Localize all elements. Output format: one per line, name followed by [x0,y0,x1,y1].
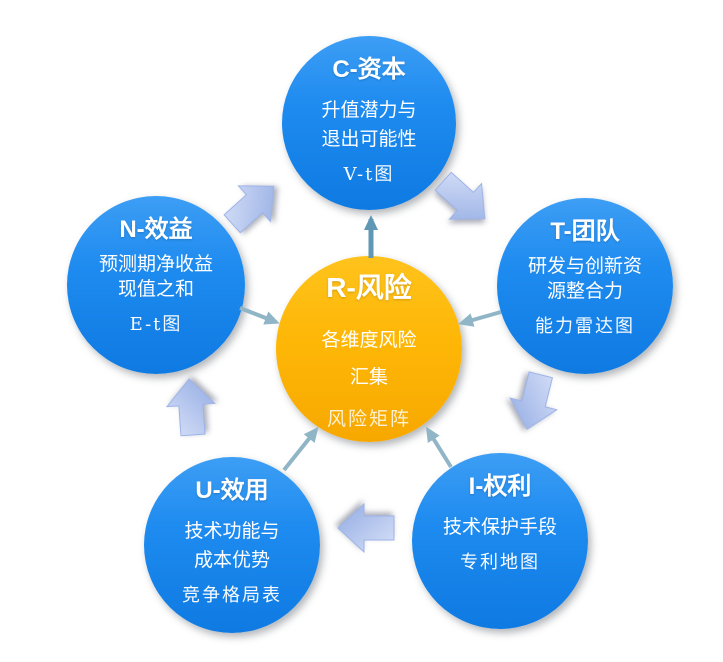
block-arrow-u-to-n [165,378,216,437]
node-benefit-title: N-效益 [119,216,193,243]
block-arrow-t-to-i [509,371,559,430]
node-utility: U-效用 技术功能与 成本优势 竞争格局表 [144,457,320,633]
node-team-desc: 研发与创新资 源整合力 [528,254,642,304]
node-capital-desc-line1: 升值潜力与 [321,100,417,121]
node-risk-title: R-风险 [326,272,412,303]
node-team: T-团队 研发与创新资 源整合力 能力雷达图 [497,198,673,374]
block-arrow-i-to-u [337,502,395,554]
node-ip-rights-desc-line1: 技术保护手段 [442,517,557,538]
node-capital-tool: V-t图 [343,164,395,185]
node-capital-desc: 升值潜力与 退出可能性 [321,96,416,154]
node-benefit: N-效益 预测期净收益 现值之和 E-t图 [67,196,245,374]
node-team-desc-line2: 源整合力 [546,281,623,302]
node-utility-desc-line2: 成本优势 [193,550,270,571]
node-benefit-desc-line1: 预测期净收益 [98,254,213,275]
node-capital-desc-line2: 退出可能性 [321,129,417,150]
node-team-tool: 能力雷达图 [535,316,635,337]
node-team-desc-line1: 研发与创新资 [527,256,642,277]
connector-i-to-r [425,426,453,469]
node-capital-title: C-资本 [332,56,406,83]
node-benefit-desc: 预测期净收益 现值之和 [99,252,213,302]
connector-u-to-r [282,426,319,472]
node-risk-desc-line2: 汇集 [349,367,388,388]
node-risk-tool: 风险矩阵 [326,408,411,430]
node-team-title: T-团队 [550,218,620,245]
node-ip-rights-desc: 技术保护手段 [443,513,557,542]
node-risk-desc: 各维度风险 汇集 [321,322,416,396]
node-ip-rights: I-权利 技术保护手段 专利地图 [412,453,588,629]
node-utility-desc-line1: 技术功能与 [184,521,280,542]
node-risk-center: R-风险 各维度风险 汇集 风险矩阵 [276,256,462,442]
node-utility-title: U-效用 [195,477,269,504]
node-ip-rights-tool: 专利地图 [460,552,540,573]
node-ip-rights-title: I-权利 [468,473,532,500]
connector-t-to-r [458,310,502,327]
node-benefit-desc-line2: 现值之和 [117,279,194,300]
node-utility-tool: 竞争格局表 [182,585,282,606]
node-risk-desc-line1: 各维度风险 [321,330,417,351]
node-capital: C-资本 升值潜力与 退出可能性 V-t图 [282,36,456,210]
connector-n-to-r [239,306,280,325]
node-utility-desc: 技术功能与 成本优势 [184,517,279,575]
node-benefit-tool: E-t图 [129,314,183,335]
